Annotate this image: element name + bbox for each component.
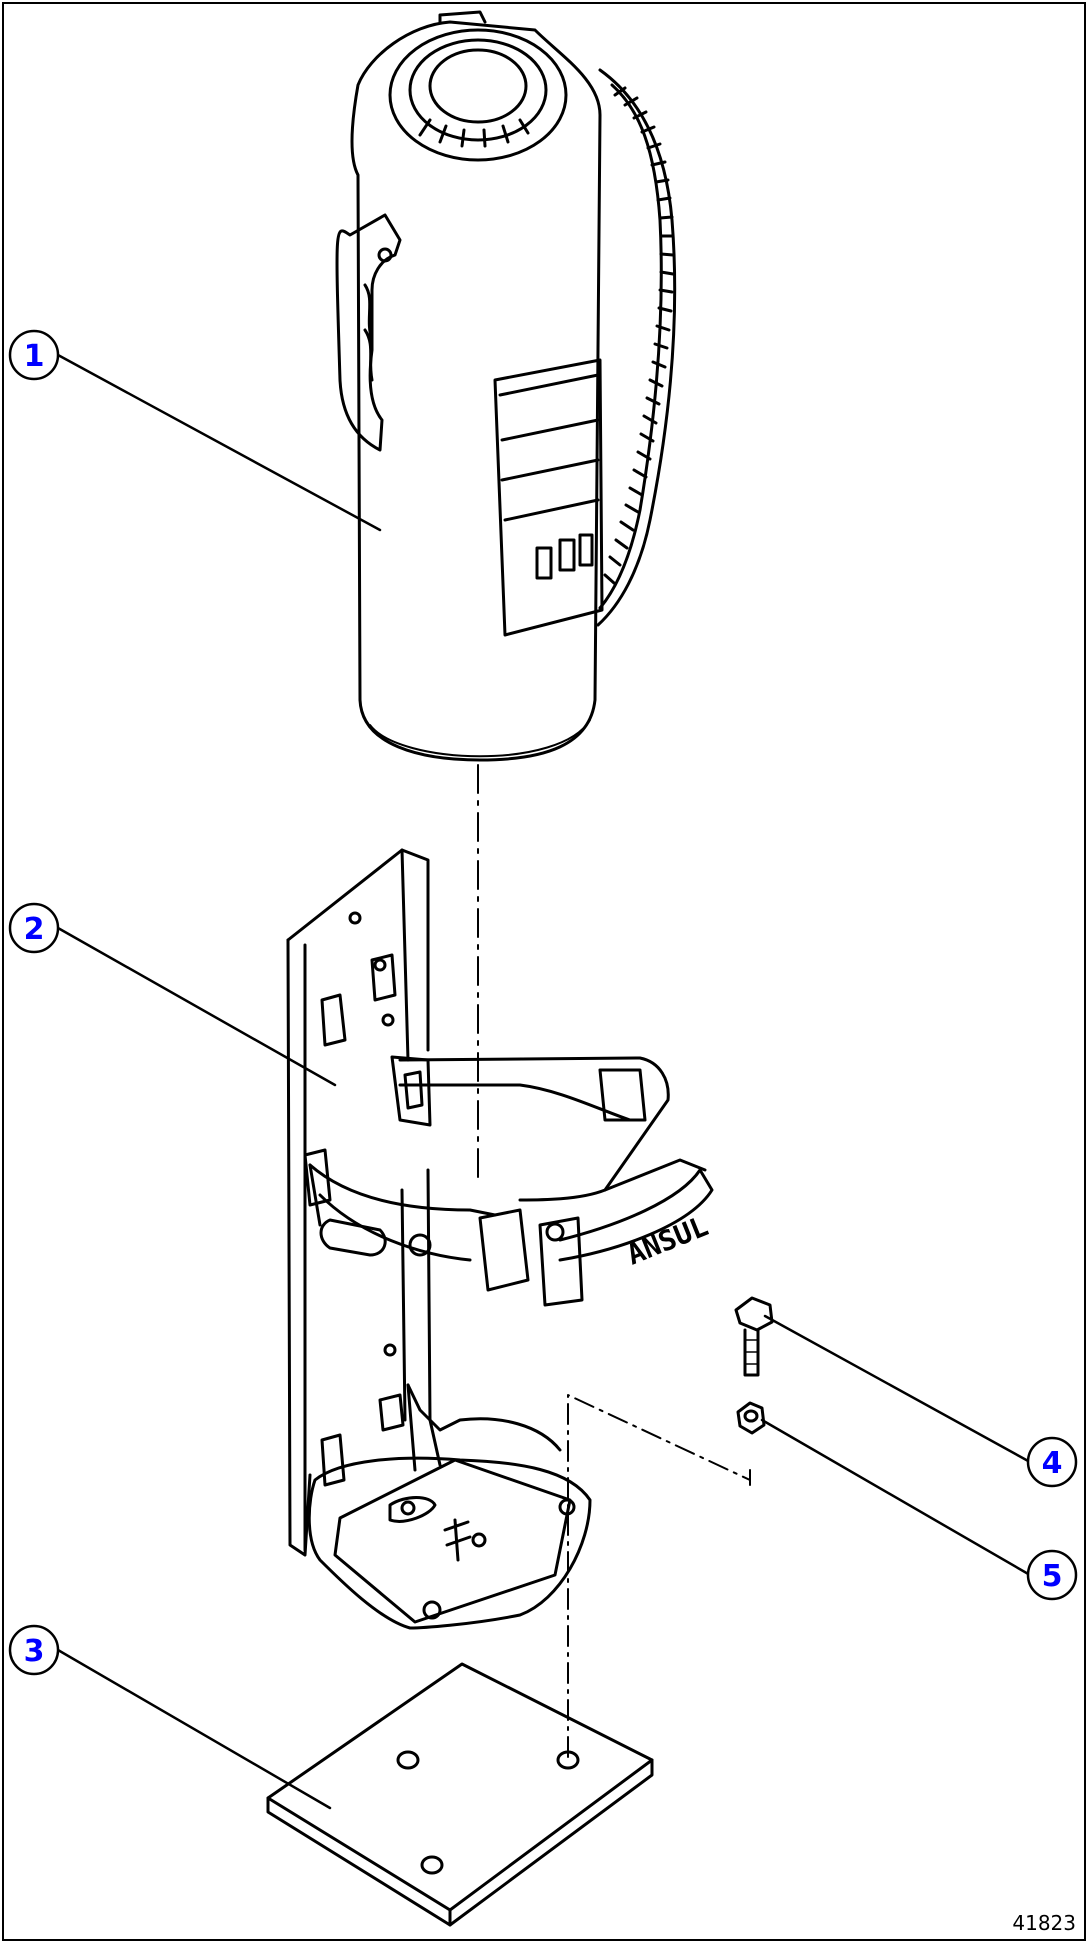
figure-id: 41823 — [1012, 1911, 1076, 1935]
bolt-path-centerline — [567, 1394, 751, 1758]
extinguisher-cylinder — [335, 10, 677, 762]
leader-line-1 — [56, 353, 382, 532]
leader-lines — [56, 353, 1032, 1810]
bracket-strap-label: ANSUL — [622, 1209, 713, 1271]
callout-3-balloon — [8, 1624, 60, 1676]
callout-3-label: 3 — [24, 1634, 45, 1669]
leader-line-4 — [763, 1314, 1032, 1464]
nut — [736, 1401, 766, 1435]
callout-5-label: 5 — [1042, 1559, 1063, 1594]
callout-4-balloon — [1026, 1436, 1078, 1488]
leader-line-5 — [760, 1418, 1032, 1577]
callout-2-label: 2 — [24, 912, 45, 947]
extinguisher-bracket — [286, 848, 714, 1630]
callout-2-balloon — [8, 902, 60, 954]
mounting-plate — [266, 1662, 654, 1927]
callout-4-label: 4 — [1042, 1446, 1063, 1481]
callout-1-balloon — [8, 329, 60, 381]
leader-line-3 — [56, 1648, 332, 1810]
callout-1-label: 1 — [24, 339, 45, 374]
callout-5-balloon — [1026, 1549, 1078, 1601]
leader-line-2 — [56, 926, 337, 1087]
bolt — [734, 1296, 774, 1377]
